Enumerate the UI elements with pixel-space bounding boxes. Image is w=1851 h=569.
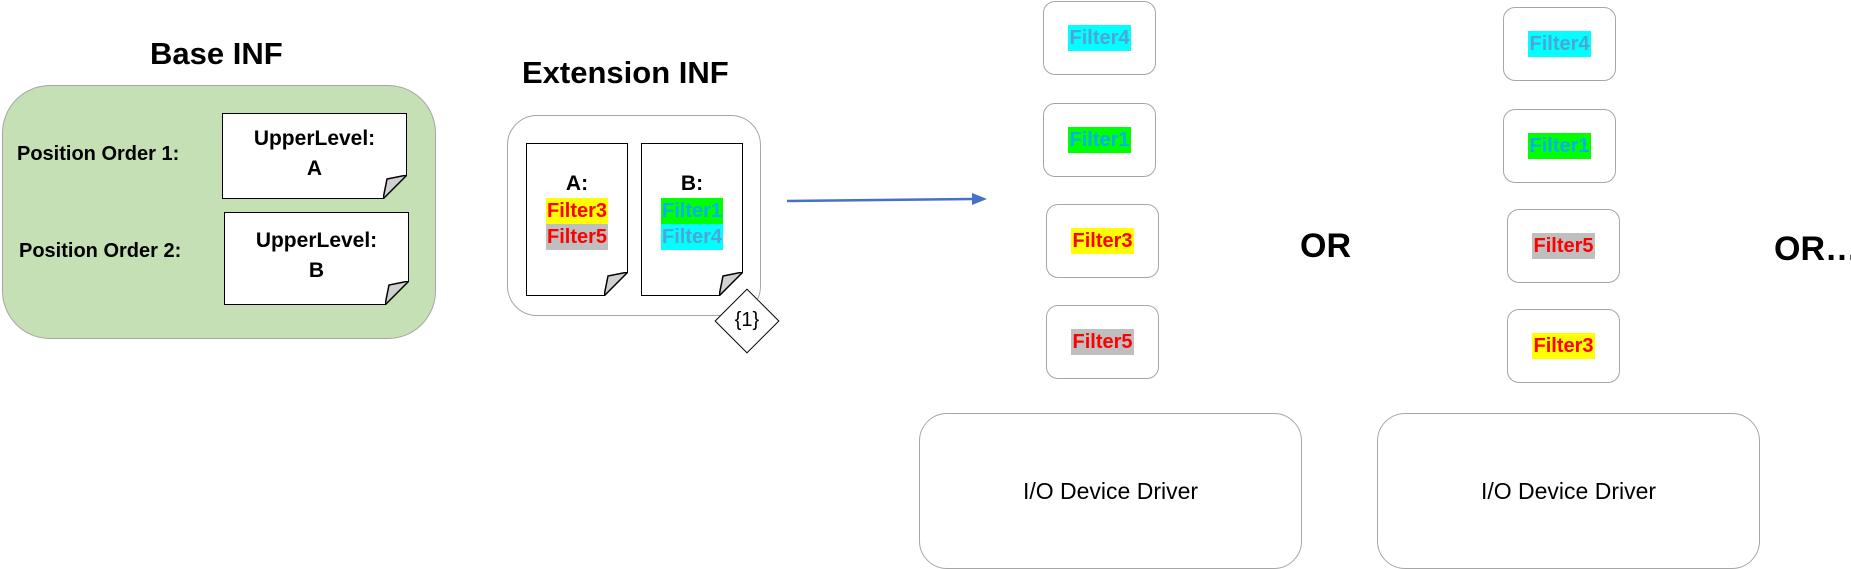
upperlevel-b-note	[224, 212, 409, 305]
arrow-right-icon	[786, 193, 987, 205]
stack1-filter-box: Filter3	[1046, 204, 1159, 278]
extension-note-a-heading: A:	[565, 172, 589, 195]
extension-note-b-heading: B:	[680, 172, 704, 195]
extension-inf-title: Extension INF	[522, 55, 729, 90]
stack1-filter-label: Filter3	[1071, 228, 1134, 254]
stack2-filter-box: Filter1	[1503, 109, 1616, 183]
upperlevel-a-text: UpperLevel: A	[222, 124, 407, 184]
upperlevel-a-note	[222, 113, 407, 199]
extension-b-filter-first: Filter1	[660, 198, 724, 224]
stack2-filter-box: Filter4	[1503, 7, 1616, 81]
note-fold-icon	[383, 175, 407, 199]
upperlevel-a-line2: A	[306, 157, 323, 180]
upperlevel-b-line1: UpperLevel:	[255, 229, 378, 252]
upperlevel-b-text: UpperLevel: B	[224, 226, 409, 286]
or-label: OR	[1300, 227, 1351, 265]
stack2-driver-box: I/O Device Driver	[1377, 413, 1760, 569]
stack1-filter-box: Filter4	[1043, 1, 1156, 75]
note-fold-icon	[385, 281, 409, 305]
stack1-filter-label: Filter4	[1068, 25, 1131, 51]
badge-label: {1}	[734, 309, 760, 331]
upperlevel-a-line1: UpperLevel:	[253, 127, 376, 150]
extension-b-filter-second: Filter4	[660, 224, 724, 250]
extension-note-a-content: A: Filter3 Filter5	[526, 170, 628, 250]
stack2-driver-label: I/O Device Driver	[1480, 477, 1657, 504]
stack2-filter-box: Filter3	[1507, 309, 1620, 383]
stack1-filter-label: Filter5	[1071, 329, 1134, 355]
stack2-filter-label: Filter4	[1528, 31, 1591, 57]
stack2-filter-label: Filter1	[1528, 133, 1591, 159]
stack1-driver-label: I/O Device Driver	[1022, 477, 1199, 504]
stack1-filter-label: Filter1	[1068, 127, 1131, 153]
stack1-filter-box: Filter5	[1046, 305, 1159, 379]
or-more-label: OR…	[1774, 230, 1851, 268]
stack1-filter-box: Filter1	[1043, 103, 1156, 177]
stack1-driver-box: I/O Device Driver	[919, 413, 1302, 569]
stack2-filter-box: Filter5	[1507, 209, 1620, 283]
upperlevel-b-line2: B	[308, 259, 325, 282]
base-inf-title: Base INF	[150, 36, 283, 71]
note-fold-icon	[719, 272, 743, 296]
stack2-filter-label: Filter3	[1532, 333, 1595, 359]
position-order-1-label: Position Order 1:	[17, 143, 180, 165]
extension-note-b	[641, 143, 743, 296]
extension-a-filter-first: Filter3	[545, 198, 609, 224]
extension-note-b-content: B: Filter1 Filter4	[641, 170, 743, 250]
extension-a-filter-second: Filter5	[545, 224, 609, 250]
position-order-2-label: Position Order 2:	[19, 240, 182, 262]
stack2-filter-label: Filter5	[1532, 233, 1595, 259]
note-fold-icon	[604, 272, 628, 296]
